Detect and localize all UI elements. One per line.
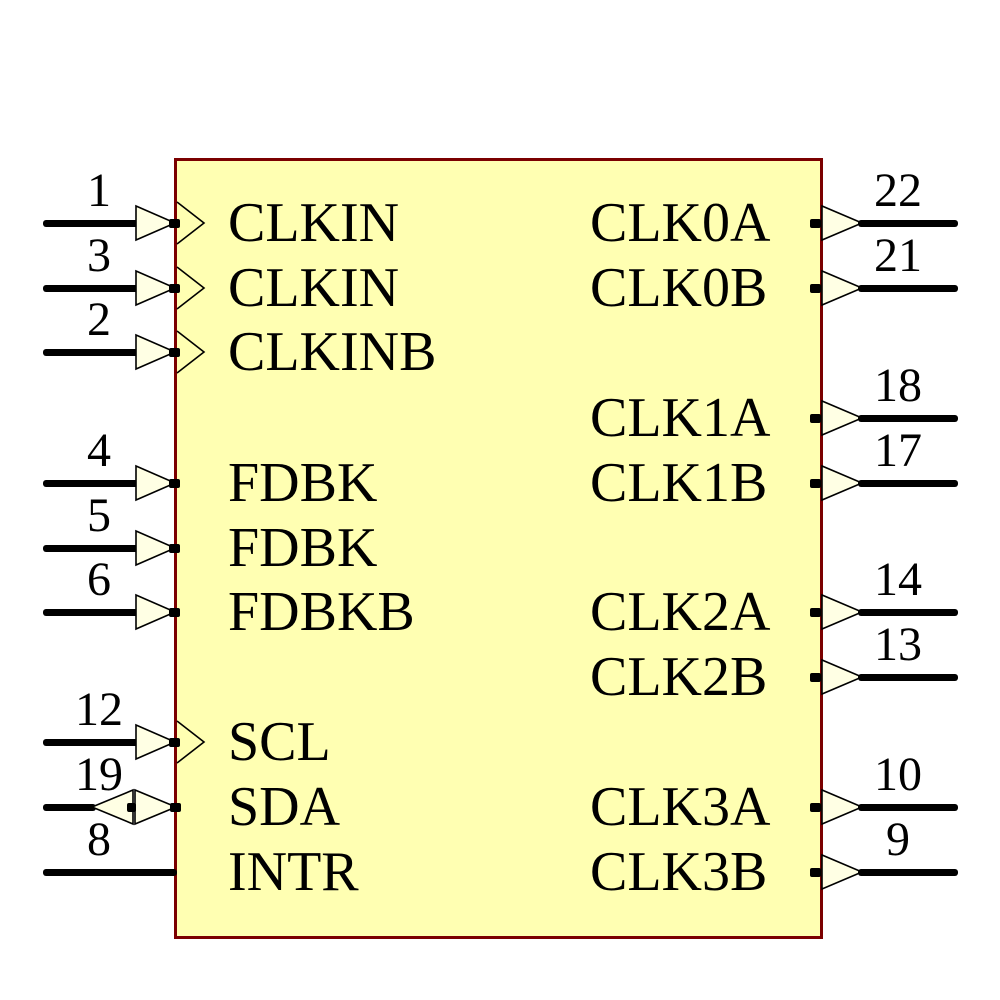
input-arrow-icon	[135, 464, 178, 502]
pin-number: 8	[87, 813, 111, 866]
pin-wire[interactable]	[858, 415, 958, 422]
pin-connection-tick	[169, 479, 180, 488]
pin-label: INTR	[228, 841, 359, 903]
pin-number: 17	[874, 424, 922, 477]
pin-connection-tick	[810, 673, 821, 682]
pin-wire[interactable]	[858, 674, 958, 681]
pin-number: 21	[874, 229, 922, 282]
pin-number: 1	[87, 164, 111, 217]
pin-wire[interactable]	[43, 804, 96, 811]
inner-chevron-icon	[176, 720, 206, 764]
pin-wire[interactable]	[858, 609, 958, 616]
pin-connection-tick	[810, 414, 821, 423]
pin-label: SCL	[228, 711, 331, 773]
input-arrow-icon	[135, 593, 178, 631]
pin-label: FDBK	[228, 452, 378, 514]
pin-label: CLK1B	[590, 452, 768, 514]
pin-connection-tick	[169, 608, 180, 617]
input-arrow-icon	[135, 204, 178, 242]
pin-wire[interactable]	[858, 804, 958, 811]
pin-number: 10	[874, 748, 922, 801]
output-arrow-icon	[821, 464, 865, 502]
pin-label: FDBKB	[228, 581, 415, 643]
pin-label: SDA	[228, 776, 341, 838]
pin-wire[interactable]	[43, 480, 139, 487]
pin-connection-tick	[169, 348, 180, 357]
pin-label: FDBK	[228, 517, 378, 579]
pin-connection-tick	[170, 803, 181, 812]
input-arrow-icon	[135, 333, 178, 371]
pin-label: CLK1A	[590, 387, 771, 449]
pin-wire[interactable]	[43, 545, 139, 552]
pin-wire[interactable]	[43, 220, 139, 227]
output-arrow-icon	[821, 399, 865, 437]
pin-number: 9	[886, 813, 910, 866]
pin-number: 4	[87, 424, 111, 477]
pin-label: CLK3A	[590, 776, 771, 838]
pin-connection-tick	[810, 284, 821, 293]
pin-number: 18	[874, 359, 922, 412]
pin-connection-tick	[810, 479, 821, 488]
pin-number: 13	[874, 618, 922, 671]
pin-wire[interactable]	[858, 480, 958, 487]
inner-chevron-icon	[176, 266, 206, 310]
input-arrow-icon	[135, 723, 178, 761]
pin-label: CLK0A	[590, 192, 771, 254]
pin-wire[interactable]	[43, 285, 139, 292]
ic-symbol-body[interactable]	[174, 158, 823, 939]
pin-number: 14	[874, 553, 922, 606]
pin-number: 6	[87, 553, 111, 606]
pin-connection-tick	[169, 284, 180, 293]
pin-number: 12	[75, 683, 123, 736]
pin-label: CLK3B	[590, 841, 768, 903]
pin-wire[interactable]	[43, 869, 177, 876]
output-arrow-icon	[821, 658, 865, 696]
pin-connection-tick	[810, 803, 821, 812]
pin-label: CLKINB	[228, 321, 437, 383]
pin-wire[interactable]	[43, 739, 139, 746]
input-arrow-icon	[135, 269, 178, 307]
pin-number: 2	[87, 293, 111, 346]
output-arrow-icon	[821, 204, 865, 242]
pin-wire[interactable]	[858, 869, 958, 876]
inner-chevron-icon	[176, 330, 206, 374]
pin-label: CLKIN	[228, 257, 400, 319]
inner-chevron-icon	[176, 201, 206, 245]
input-arrow-icon	[135, 529, 178, 567]
output-arrow-icon	[821, 853, 865, 891]
output-arrow-icon	[821, 788, 865, 826]
pin-connection-tick	[169, 544, 180, 553]
pin-wire[interactable]	[43, 609, 139, 616]
pin-label: CLK2B	[590, 646, 768, 708]
pin-label: CLK2A	[590, 581, 771, 643]
pin-wire[interactable]	[858, 220, 958, 227]
pin-connection-tick	[810, 608, 821, 617]
pin-connection-tick	[810, 868, 821, 877]
pin-number: 22	[874, 164, 922, 217]
pin-number: 5	[87, 489, 111, 542]
wire-mid-tick	[127, 803, 136, 812]
pin-connection-tick	[169, 738, 180, 747]
pin-label: CLKIN	[228, 192, 400, 254]
pin-connection-tick	[810, 219, 821, 228]
pin-label: CLK0B	[590, 257, 768, 319]
output-arrow-icon	[821, 593, 865, 631]
pin-connection-tick	[169, 219, 180, 228]
pin-number: 3	[87, 229, 111, 282]
pin-wire[interactable]	[43, 349, 139, 356]
output-arrow-icon	[821, 269, 865, 307]
pin-wire[interactable]	[858, 285, 958, 292]
pin-number: 19	[75, 748, 123, 801]
